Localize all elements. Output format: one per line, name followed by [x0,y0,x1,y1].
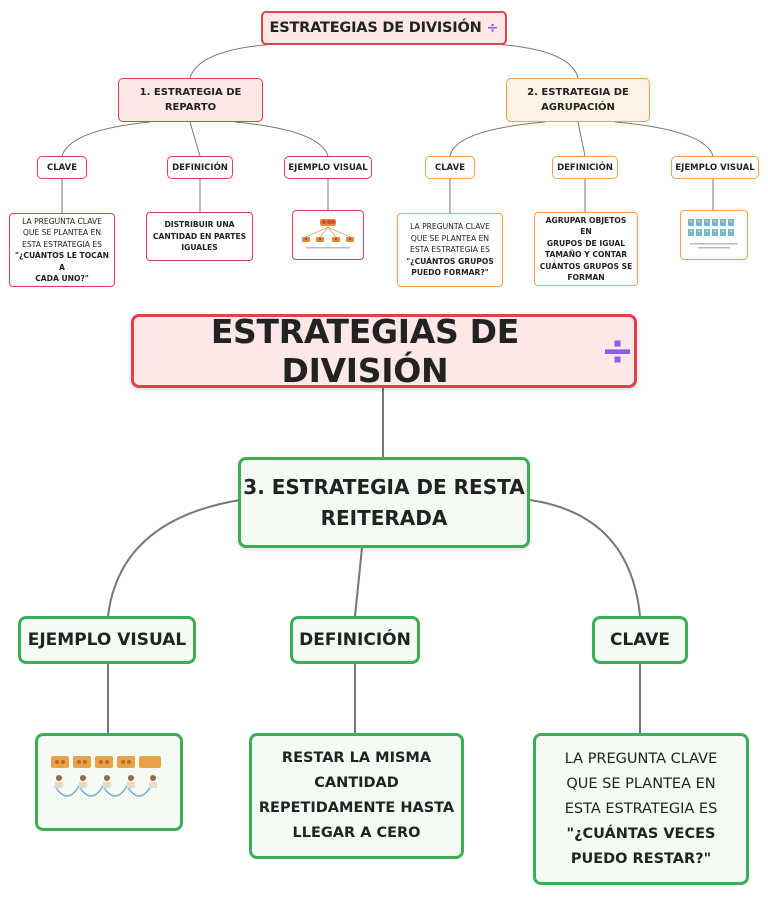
branch3-title-line: REITERADA [320,505,448,530]
top-title: ESTRATEGIAS DE DIVISIÓN ÷ [261,11,507,45]
branch1-title-text: 1. ESTRATEGIA DE REPARTO [139,87,242,113]
branch1-definicion-box: DISTRIBUIR UNA CANTIDAD EN PARTES IGUALE… [146,212,253,261]
tag-label: DEFINICIÓN [299,630,411,650]
definicion-line: AGRUPAR OBJETOS EN [545,215,627,237]
definicion-line: IGUALES [181,243,218,253]
bottom-title: ESTRATEGIAS DE DIVISIÓN ÷ [131,312,637,390]
definicion-line: CANTIDAD [314,775,399,791]
clave-line: ESTA ESTRATEGIA ES [564,800,718,817]
definicion-line: RESTAR LA MISMA [281,750,432,766]
branch1-ejemplo-box [292,210,364,260]
branch2-title-text: 2. ESTRATEGIA DE AGRUPACIÓN [527,87,629,113]
branch2-tag-ejemplo-visual: EJEMPLO VISUAL [671,156,759,179]
branch1-tag-ejemplo-visual: EJEMPLO VISUAL [284,156,372,179]
definicion-line: CUÁNTOS GRUPOS SE [539,261,633,271]
clave-question: PUEDO FORMAR?" [411,268,489,278]
branch1-title: 1. ESTRATEGIA DE REPARTO [118,78,263,122]
branch3-tag-definicion: DEFINICIÓN [290,616,420,664]
definicion-line: CANTIDAD EN PARTES [152,231,247,241]
branch1-tag-definicion: DEFINICIÓN [167,156,233,179]
branch2-tag-definicion: DEFINICIÓN [552,156,618,179]
branch2-definicion-box: AGRUPAR OBJETOS EN GRUPOS DE IGUAL TAMAÑ… [534,212,638,286]
definicion-line: REPETIDAMENTE HASTA [258,800,455,816]
clave-line: LA PREGUNTA CLAVE [22,216,102,226]
resta-example-image [51,756,161,797]
definicion-line: GRUPOS DE IGUAL [546,238,626,248]
branch1-tag-clave: CLAVE [37,156,87,179]
branch3-title: 3. ESTRATEGIA DE RESTA REITERADA [238,457,530,548]
branch2-ejemplo-box [680,210,748,260]
divide-icon: ÷ [600,328,635,374]
bottom-title-text: ESTRATEGIAS DE DIVISIÓN [210,312,519,390]
agrupacion-example-image [688,219,738,249]
definicion-line: LLEGAR A CERO [292,825,421,841]
tag-label: DEFINICIÓN [557,162,613,173]
clave-question: "¿CUÁNTAS VECES [566,825,716,842]
clave-question: PUEDO RESTAR?" [570,850,712,867]
branch3-clave-box: LA PREGUNTA CLAVE QUE SE PLANTEA EN ESTA… [533,733,749,885]
tag-label: EJEMPLO VISUAL [27,630,187,650]
reparto-example-image [302,219,354,249]
clave-line: QUE SE PLANTEA EN [566,775,716,792]
clave-question: "¿CUÁNTOS LE TOCAN A [15,251,109,272]
branch3-title-line: 3. ESTRATEGIA DE RESTA [243,474,525,499]
top-title-text: ESTRATEGIAS DE DIVISIÓN [269,20,482,36]
clave-line: ESTA ESTRATEGIA ES [22,239,102,249]
clave-question: "¿CUÁNTOS GRUPOS [406,256,494,266]
clave-question: CADA UNO?" [35,274,89,283]
tag-label: DEFINICIÓN [172,162,228,173]
tag-label: CLAVE [609,630,671,650]
branch3-tag-clave: CLAVE [592,616,688,664]
branch1-clave-box: LA PREGUNTA CLAVE QUE SE PLANTEA EN ESTA… [9,213,115,287]
tag-label: EJEMPLO VISUAL [288,162,368,173]
branch2-title: 2. ESTRATEGIA DE AGRUPACIÓN [506,78,650,122]
divide-icon: ÷ [486,20,499,36]
branch3-tag-ejemplo-visual: EJEMPLO VISUAL [18,616,196,664]
branch3-definicion-box: RESTAR LA MISMA CANTIDAD REPETIDAMENTE H… [249,733,464,859]
tag-label: EJEMPLO VISUAL [675,162,755,173]
tag-label: CLAVE [46,162,78,173]
tag-label: CLAVE [434,162,466,173]
definicion-line: DISTRIBUIR UNA [164,220,235,230]
branch2-clave-box: LA PREGUNTA CLAVE QUE SE PLANTEA EN ESTA… [397,213,503,287]
clave-line: QUE SE PLANTEA EN [410,233,490,243]
branch3-ejemplo-box [35,733,183,831]
clave-line: LA PREGUNTA CLAVE [410,222,490,232]
definicion-line: FORMAN [567,273,605,282]
definicion-line: TAMAÑO Y CONTAR [544,250,628,259]
clave-line: ESTA ESTRATEGIA ES [410,245,490,255]
branch2-tag-clave: CLAVE [425,156,475,179]
clave-line: QUE SE PLANTEA EN [22,228,102,237]
clave-line: LA PREGUNTA CLAVE [564,750,718,767]
